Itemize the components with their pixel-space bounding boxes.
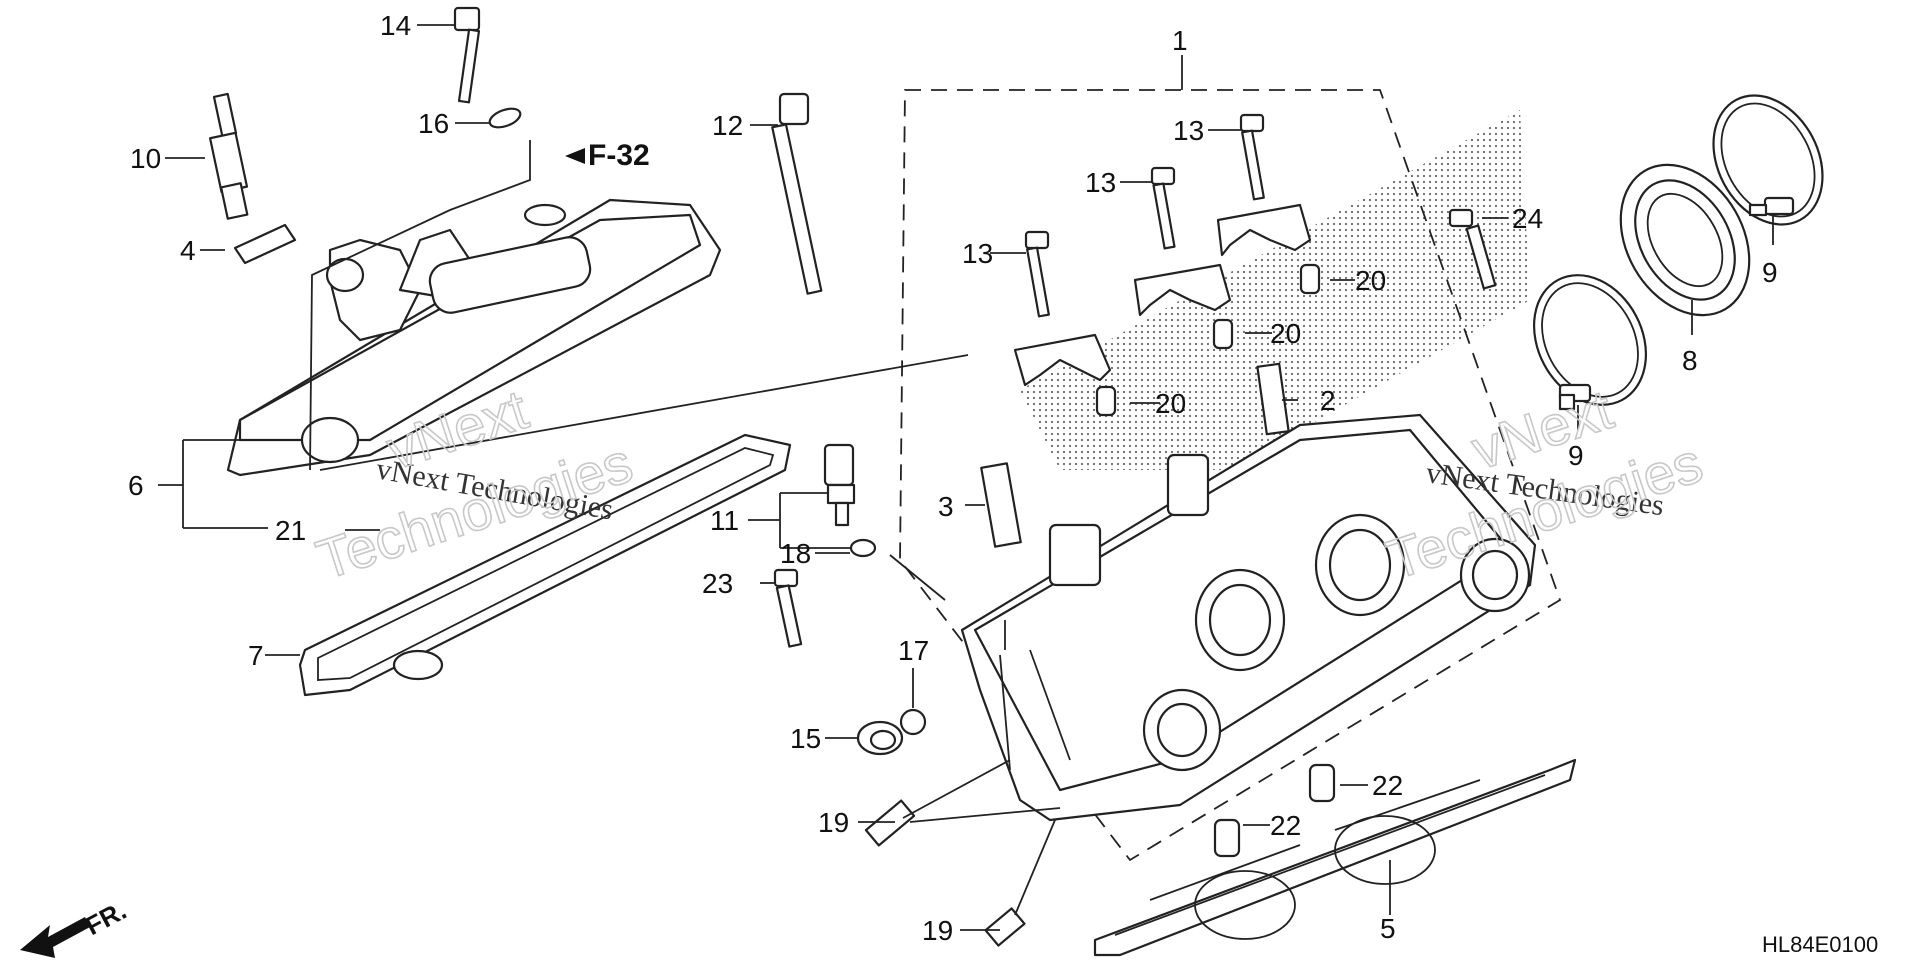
dowel-pin-c bbox=[1299, 263, 1321, 295]
stud-lower bbox=[984, 907, 1026, 947]
head-cover-gasket bbox=[298, 433, 792, 697]
holder-bolts bbox=[1024, 113, 1265, 318]
callout-12: 12 bbox=[712, 110, 743, 141]
front-direction-indicator: FR. bbox=[20, 895, 131, 958]
callout-19-upper: 19 bbox=[818, 807, 849, 838]
callout-2: 2 bbox=[1320, 385, 1336, 416]
long-bolt bbox=[771, 92, 823, 295]
camshaft-holders bbox=[1013, 203, 1312, 387]
callout-18: 18 bbox=[780, 538, 811, 569]
callout-labels: 1 2 3 4 5 6 7 8 9 9 10 11 12 13 13 13 14… bbox=[128, 10, 1778, 946]
callout-19-lower: 19 bbox=[922, 915, 953, 946]
sensor-o-ring bbox=[849, 538, 877, 558]
dowel-pin-a bbox=[1095, 385, 1117, 417]
cylinder-head-group-frame bbox=[899, 89, 1562, 862]
callout-8: 8 bbox=[1682, 345, 1698, 376]
head-bolt-small bbox=[773, 568, 803, 648]
gasket-dowel-b bbox=[1213, 818, 1241, 858]
hose-clamp-lower bbox=[1532, 274, 1648, 411]
callout-6: 6 bbox=[128, 470, 144, 501]
callout-4: 4 bbox=[180, 235, 196, 266]
callout-13-c: 13 bbox=[1173, 115, 1204, 146]
section-ref-label: F-32 bbox=[588, 139, 650, 172]
spark-plug bbox=[208, 92, 249, 220]
diagram-code: HL84E0100 bbox=[1762, 932, 1878, 957]
callout-7: 7 bbox=[248, 640, 264, 671]
leader-lines bbox=[158, 24, 1774, 931]
callout-24: 24 bbox=[1512, 203, 1543, 234]
callout-9-upper: 9 bbox=[1762, 257, 1778, 288]
front-arrow-icon bbox=[20, 917, 90, 958]
sealing-plug bbox=[856, 720, 904, 756]
gasket-dowel-a bbox=[1308, 763, 1336, 803]
callout-20-c: 20 bbox=[1355, 265, 1386, 296]
callout-11: 11 bbox=[710, 505, 739, 536]
callout-9-lower: 9 bbox=[1568, 440, 1584, 471]
callout-10: 10 bbox=[130, 143, 161, 174]
callout-16: 16 bbox=[418, 108, 449, 139]
callout-5: 5 bbox=[1380, 913, 1396, 944]
valve-guide bbox=[1256, 362, 1290, 436]
callout-14: 14 bbox=[380, 10, 411, 41]
callout-22-b: 22 bbox=[1270, 810, 1301, 841]
cylinder-head bbox=[960, 413, 1537, 822]
cover-washer bbox=[488, 107, 522, 129]
callout-17: 17 bbox=[898, 635, 929, 666]
callout-20-a: 20 bbox=[1155, 388, 1186, 419]
callout-13-b: 13 bbox=[1085, 167, 1116, 198]
gasket-tab bbox=[392, 649, 444, 681]
callout-23: 23 bbox=[702, 568, 733, 599]
callout-15: 15 bbox=[790, 723, 821, 754]
front-label: FR. bbox=[80, 895, 131, 941]
cover-bolt bbox=[453, 6, 481, 104]
shading-region bbox=[1020, 110, 1530, 470]
callout-20-b: 20 bbox=[1270, 318, 1301, 349]
plug-tube-seal bbox=[233, 223, 297, 265]
section-reference: F-32 bbox=[565, 139, 650, 172]
temperature-sensor bbox=[823, 443, 856, 527]
callout-13-a: 13 bbox=[962, 238, 993, 269]
oil-tube bbox=[980, 462, 1022, 548]
plug-washer bbox=[899, 708, 927, 736]
hose-clamp-upper bbox=[1712, 94, 1824, 226]
callout-1: 1 bbox=[1172, 25, 1188, 56]
callout-3: 3 bbox=[938, 491, 954, 522]
stud-upper bbox=[864, 799, 916, 847]
dowel-pin-b bbox=[1212, 318, 1234, 350]
callout-22-a: 22 bbox=[1372, 770, 1403, 801]
intake-insulator bbox=[1619, 163, 1751, 317]
side-bolt bbox=[1448, 208, 1497, 290]
callout-21: 21 bbox=[275, 515, 306, 546]
